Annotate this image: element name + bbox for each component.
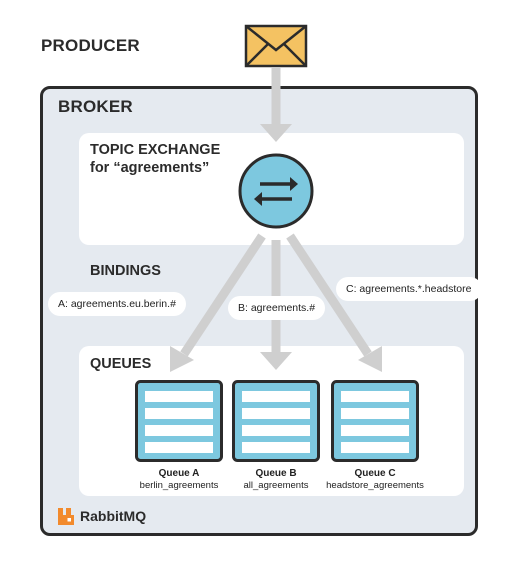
queue-a-label: Queue A berlin_agreements — [119, 468, 239, 492]
arrowhead-queue-c — [358, 346, 382, 372]
arrowhead-queue-b — [260, 352, 292, 370]
queues-title: QUEUES — [90, 356, 152, 372]
arrows-exchange-icon — [238, 153, 314, 229]
arrowhead-exchange — [260, 124, 292, 142]
queue-a-icon — [135, 380, 223, 462]
bindings-title: BINDINGS — [90, 263, 161, 279]
rabbitmq-logo-icon — [58, 508, 74, 525]
queue-c-routing: headstore_agreements — [326, 480, 424, 491]
producer-title: PRODUCER — [41, 36, 140, 55]
queue-a-routing: berlin_agreements — [139, 480, 219, 491]
binding-a-label: A: agreements.eu.berin.# — [48, 292, 186, 316]
brand-name: RabbitMQ — [80, 508, 147, 524]
exchange-title-line1: TOPIC EXCHANGE — [90, 142, 221, 158]
queue-b-label: Queue B all_agreements — [216, 468, 336, 492]
queue-b-icon — [232, 380, 320, 462]
queue-c-icon — [331, 380, 419, 462]
queue-b-name: Queue B — [255, 468, 297, 479]
exchange-title-line2: for “agreements” — [90, 160, 210, 176]
exchange-to-queue-a-arrow — [180, 233, 266, 357]
binding-b-label: B: agreements.# — [228, 296, 326, 320]
binding-c-label: C: agreements.*.headstore — [336, 277, 482, 301]
queue-c-label: Queue C headstore_agreements — [310, 468, 440, 492]
queue-b-routing: all_agreements — [243, 480, 309, 491]
arrowhead-queue-a — [170, 346, 194, 372]
queue-a-name: Queue A — [158, 468, 200, 479]
envelope-icon — [244, 24, 308, 68]
exchange-title: TOPIC EXCHANGE for “agreements” — [90, 141, 220, 177]
broker-title: BROKER — [58, 97, 133, 116]
exchange-to-queue-c-arrow — [286, 233, 372, 357]
queue-c-name: Queue C — [354, 468, 396, 479]
